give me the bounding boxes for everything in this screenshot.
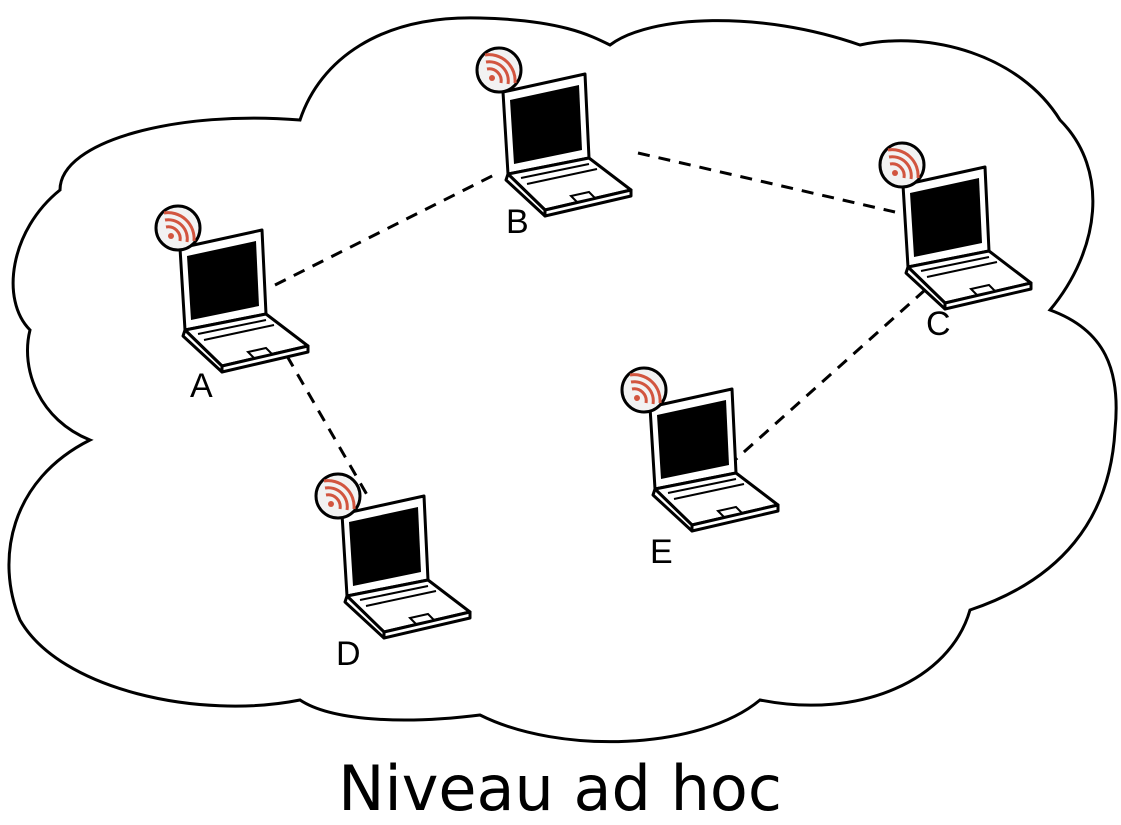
node-label-b: B bbox=[506, 203, 529, 241]
wifi-icon bbox=[154, 204, 202, 252]
wifi-icon bbox=[475, 46, 523, 94]
link-c-e bbox=[733, 288, 927, 462]
link-b-c bbox=[637, 151, 896, 214]
wifi-icon bbox=[878, 141, 926, 189]
link-a-d bbox=[285, 355, 372, 501]
node-label-d: D bbox=[336, 635, 361, 673]
node-label-e: E bbox=[650, 533, 673, 571]
diagram-caption: Niveau ad hoc bbox=[338, 752, 782, 825]
links bbox=[274, 151, 927, 501]
cloud-boundary bbox=[7, 16, 1118, 744]
node-label-a: A bbox=[190, 367, 213, 405]
wifi-icon bbox=[314, 472, 362, 520]
node-label-c: C bbox=[926, 305, 951, 343]
wifi-icon bbox=[620, 366, 668, 414]
